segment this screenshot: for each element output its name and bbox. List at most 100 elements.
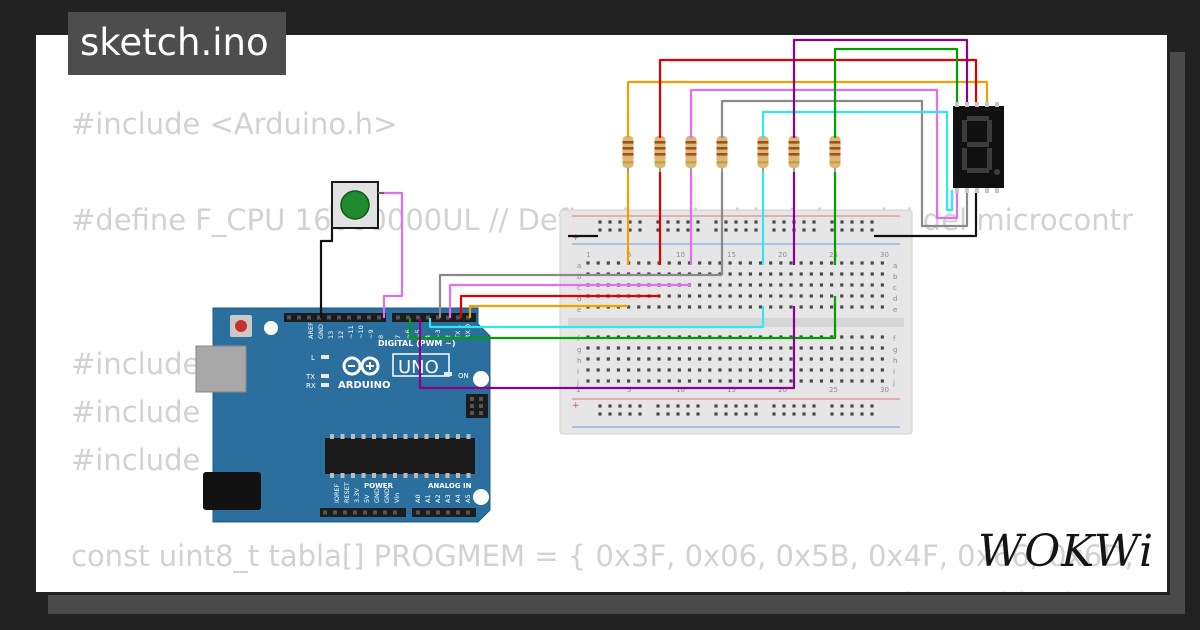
chip-pin: [361, 473, 366, 478]
breadboard-rail-hole: [714, 228, 718, 232]
row-letter: b: [577, 273, 582, 281]
breadboard-rail-hole: [666, 220, 670, 224]
breadboard-rail-hole: [618, 228, 622, 232]
chip-pin: [382, 473, 387, 478]
arduino-logo-icon: [342, 356, 380, 376]
breadboard-rail-hole: [598, 404, 602, 408]
breadboard-hole: [870, 294, 874, 298]
breadboard-hole: [880, 261, 884, 265]
breadboard-rail-hole: [676, 220, 680, 224]
breadboard-hole: [748, 357, 752, 361]
row-letter: g: [893, 346, 897, 354]
row-letter: j: [892, 379, 895, 387]
breadboard-hole: [799, 305, 803, 309]
led-rx-label: RX: [306, 382, 316, 390]
breadboard-rail-hole: [734, 220, 738, 224]
chip-pin: [393, 434, 397, 439]
breadboard-hole: [698, 305, 702, 309]
breadboard-hole: [809, 357, 813, 361]
resistor-band: [685, 141, 697, 144]
breadboard-hole: [606, 261, 610, 265]
breadboard-hole: [718, 346, 722, 350]
breadboard-hole: [870, 368, 874, 372]
header-pin: [456, 315, 460, 320]
resistor-band: [757, 161, 769, 164]
breadboard-hole: [860, 368, 864, 372]
display-pins: [955, 102, 999, 193]
breadboard-hole: [677, 305, 681, 309]
row-letter: a: [893, 262, 897, 270]
pin-label: 7: [394, 335, 402, 339]
column-number: 25: [829, 386, 838, 394]
breadboard-rail-hole: [696, 228, 700, 232]
breadboard-hole: [830, 346, 834, 350]
breadboard-hole: [637, 357, 641, 361]
breadboard-hole: [860, 294, 864, 298]
row-letter: e: [893, 306, 897, 314]
arduino-uno-board[interactable]: AREF GND 13 12 ~11 ~10 ~9 8 7 ~6 ~5 4 ~3…: [195, 307, 491, 523]
wire-red-top: [658, 58, 978, 138]
breadboard-hole: [708, 368, 712, 372]
breadboard-hole: [627, 357, 631, 361]
breadboard-hole: [657, 368, 661, 372]
pin-label: ~9: [367, 329, 375, 339]
push-button-cap[interactable]: [340, 190, 370, 220]
breadboard-rail-hole: [656, 412, 660, 416]
breadboard-hole: [667, 305, 671, 309]
header-pin: [317, 315, 321, 320]
chip-pin: [330, 434, 334, 439]
led-tx: [321, 374, 329, 378]
wire-cyan-top: [761, 110, 954, 212]
breadboard-hole: [850, 346, 854, 350]
resistor-band: [685, 161, 697, 164]
resistor-body: [685, 136, 697, 168]
chip-pin: [403, 434, 408, 439]
mounting-hole: [473, 489, 489, 505]
breadboard-hole: [840, 305, 844, 309]
breadboard-hole: [860, 261, 864, 265]
resistor-band: [757, 153, 769, 156]
resistor-band: [654, 153, 666, 156]
breadboard-hole: [667, 368, 671, 372]
breadboard-hole: [627, 368, 631, 372]
breadboard-hole: [718, 368, 722, 372]
breadboard-hole: [708, 294, 712, 298]
pin-label: A4: [454, 494, 462, 503]
breadboard-hole: [779, 346, 783, 350]
wokwi-logo[interactable]: WOKWi: [978, 522, 1158, 584]
breadboard-hole: [769, 283, 773, 287]
breadboard-rail-hole: [782, 228, 786, 232]
chip-pin: [435, 473, 439, 478]
reset-button[interactable]: [235, 320, 247, 332]
breadboard-hole: [880, 346, 884, 350]
breadboard-hole: [698, 357, 702, 361]
breadboard-hole: [840, 368, 844, 372]
pin-label: A2: [434, 494, 442, 503]
breadboard-hole: [667, 261, 671, 265]
breadboard-hole: [819, 305, 824, 309]
header-pin: [383, 510, 387, 515]
breadboard-rail-hole: [850, 404, 854, 408]
pin-label-gnd: GND: [317, 324, 325, 339]
breadboard-rail-hole: [628, 220, 632, 224]
breadboard-hole: [738, 294, 742, 298]
chip-pin: [466, 473, 471, 478]
breadboard-row-letters: a b c d e f g h i j a b c d e f g h i j: [576, 262, 898, 387]
chip-pin: [445, 434, 450, 439]
breadboard-hole: [860, 357, 864, 361]
power-jack: [203, 472, 261, 510]
breadboard-hole: [870, 379, 874, 383]
pin-label: Vin: [393, 493, 401, 503]
breadboard-rail-hole: [714, 412, 718, 416]
header-pin: [357, 315, 361, 320]
header-pin: [396, 315, 400, 320]
breadboard-rail-hole: [724, 404, 728, 408]
push-button[interactable]: [331, 181, 384, 229]
breadboard-hole: [779, 379, 783, 383]
breadboard-hole: [687, 346, 692, 350]
pin-label: GND: [373, 488, 381, 503]
breadboard-hole: [880, 335, 884, 339]
file-tab-title[interactable]: sketch.ino: [68, 12, 286, 75]
breadboard-rail-hole: [840, 412, 844, 416]
code-line-1: #include <Arduino.h>: [71, 107, 398, 141]
